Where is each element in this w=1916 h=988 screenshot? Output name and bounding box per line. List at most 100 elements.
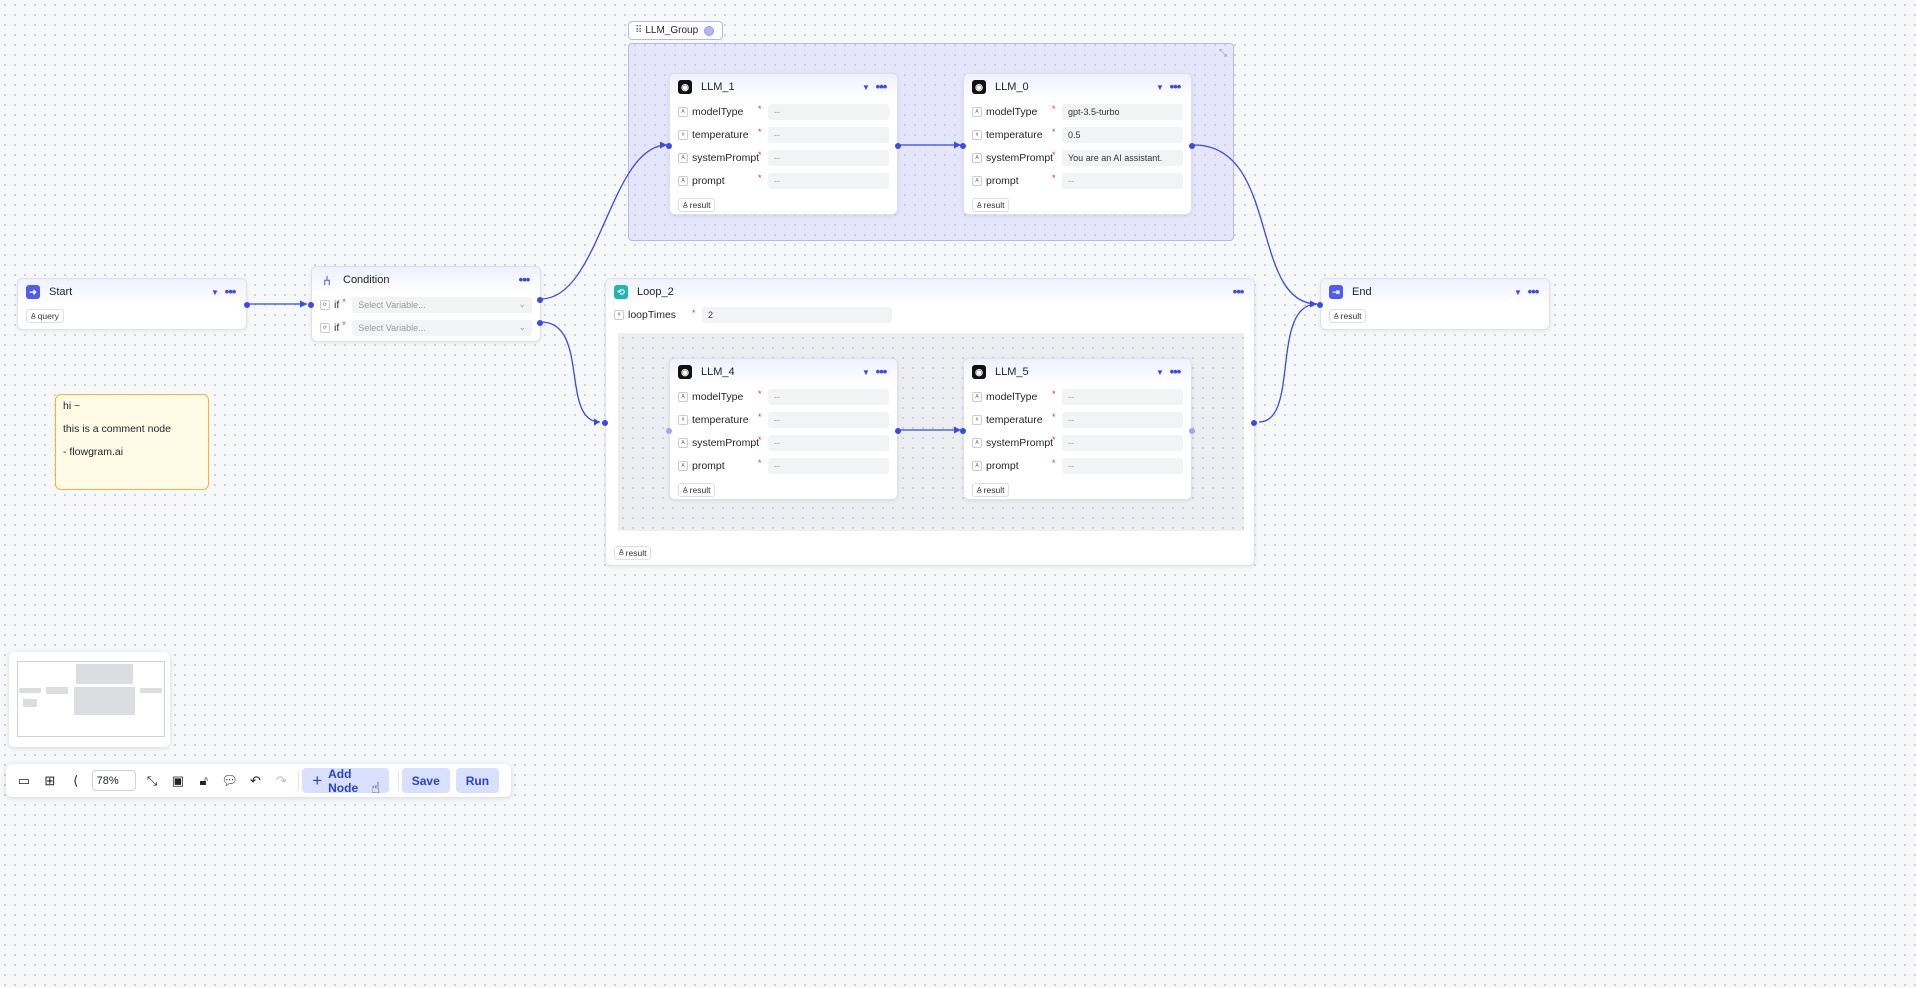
collapse-caret-icon[interactable]: ▼ [862, 82, 870, 92]
number-type-icon: # [614, 310, 624, 320]
input-port[interactable] [960, 143, 966, 149]
output-port[interactable] [244, 302, 250, 308]
param-input[interactable]: -- [768, 103, 889, 120]
undo-icon[interactable]: ↶ [250, 772, 261, 788]
collapse-caret-icon[interactable]: ▼ [1156, 367, 1164, 377]
end-node[interactable]: ⇥ End ▼ ••• A̲result [1317, 278, 1550, 330]
loop-times-input[interactable]: 2 [702, 307, 892, 323]
input-port[interactable] [1317, 302, 1323, 308]
comment-node[interactable]: hi ~ this is a comment node - flowgram.a… [55, 394, 209, 490]
group-color-icon[interactable] [704, 25, 715, 36]
param-input[interactable]: gpt-3.5-turbo [1062, 103, 1183, 120]
minimap-node [19, 688, 41, 693]
param-input[interactable]: -- [1062, 172, 1183, 189]
condition-node[interactable]: ⑃ Condition ••• ⟳ if * Select Variable..… [308, 266, 543, 342]
group-header[interactable]: ⠿ LLM_Group [628, 21, 724, 40]
run-button[interactable]: Run [455, 768, 500, 793]
output-port[interactable] [1251, 420, 1257, 426]
input-port[interactable] [666, 428, 672, 434]
input-port[interactable] [308, 302, 314, 308]
minimap-toggle-icon[interactable]: ▭ [17, 772, 31, 788]
minimap-node [46, 687, 68, 694]
required-mark: * [758, 173, 762, 183]
output-port[interactable] [1189, 428, 1195, 434]
string-type-icon: A̲ [683, 486, 688, 494]
line-style-icon[interactable]: ⟨ [73, 772, 79, 788]
output-port[interactable] [895, 428, 901, 434]
node-title: LLM_4 [701, 366, 735, 378]
collapse-caret-icon[interactable]: ▼ [862, 367, 870, 377]
param-input[interactable]: -- [1062, 411, 1183, 428]
comment-icon[interactable]: 💬︎ [221, 772, 238, 788]
param-input[interactable]: You are an AI assistant. [1062, 149, 1183, 166]
required-mark: * [758, 458, 762, 468]
more-options-icon[interactable]: ••• [1527, 284, 1540, 299]
string-type-icon: A [678, 437, 688, 448]
output-port[interactable] [1189, 143, 1195, 149]
collapse-caret-icon[interactable]: ▼ [1156, 82, 1164, 92]
minimap[interactable] [9, 652, 170, 747]
param-input[interactable]: -- [768, 434, 889, 451]
more-options-icon[interactable]: ••• [875, 79, 888, 94]
collapse-caret-icon[interactable]: ▼ [211, 287, 219, 297]
output-tag: A̲result [972, 483, 1010, 497]
minimap-viewport[interactable] [17, 661, 165, 737]
lock-icon[interactable]: 🔓︎ [199, 772, 208, 788]
more-options-icon[interactable]: ••• [875, 364, 888, 379]
number-type-icon: # [972, 414, 982, 425]
param-input[interactable]: -- [768, 457, 889, 474]
input-port[interactable] [666, 143, 672, 149]
string-type-icon: A [972, 106, 982, 117]
llm-icon: ◉ [972, 365, 986, 379]
output-port-if-2[interactable] [537, 320, 543, 326]
required-mark: * [758, 127, 762, 137]
more-options-icon[interactable]: ••• [1169, 79, 1182, 94]
variable-select[interactable]: Select Variable...⌄ [352, 319, 532, 336]
fit-view-icon[interactable]: ⤡ [146, 772, 158, 788]
string-type-icon: A [678, 106, 688, 117]
param-input[interactable]: -- [1062, 457, 1183, 474]
input-port[interactable] [960, 428, 966, 434]
condition-keyword: if [334, 321, 340, 334]
more-options-icon[interactable]: ••• [224, 284, 237, 299]
input-port[interactable] [602, 420, 608, 426]
more-options-icon[interactable]: ••• [1232, 284, 1245, 299]
interactive-mode-icon[interactable]: ▣ [171, 772, 185, 788]
param-input[interactable]: -- [768, 172, 889, 189]
param-input[interactable]: -- [768, 149, 889, 166]
variable-select[interactable]: Select Variable...⌄ [352, 296, 532, 313]
save-button[interactable]: Save [401, 768, 450, 793]
more-options-icon[interactable]: ••• [518, 272, 531, 287]
llm-icon: ◉ [972, 80, 986, 94]
param-input[interactable]: 0.5 [1062, 126, 1183, 143]
comment-line: hi ~ [63, 400, 81, 412]
string-type-icon: A [972, 460, 982, 471]
output-port[interactable] [895, 143, 901, 149]
auto-layout-icon[interactable]: ⊞ [44, 772, 56, 788]
more-options-icon[interactable]: ••• [1169, 364, 1182, 379]
start-node[interactable]: ➜ Start ▼ ••• A̲query [17, 278, 250, 330]
param-input[interactable]: -- [1062, 434, 1183, 451]
output-tag: A̲result [678, 483, 716, 497]
param-input[interactable]: -- [768, 126, 889, 143]
required-mark: * [1052, 104, 1056, 114]
collapse-caret-icon[interactable]: ▼ [1514, 287, 1522, 297]
node-title: End [1352, 286, 1372, 298]
required-mark: * [758, 412, 762, 422]
group-collapse-icon[interactable]: ⤡ [1219, 48, 1227, 59]
param-input[interactable]: -- [1062, 388, 1183, 405]
param-input[interactable]: -- [768, 411, 889, 428]
output-port-if-1[interactable] [537, 297, 543, 303]
zoom-level-input[interactable]: 78% [91, 770, 137, 791]
add-node-button[interactable]: +Add Node [302, 767, 389, 795]
arrowhead-loop [594, 418, 600, 426]
drag-handle-icon[interactable]: ⠿ [635, 25, 642, 36]
param-input[interactable]: -- [768, 388, 889, 405]
redo-icon[interactable]: ↷ [275, 772, 287, 788]
toolbar-divider [298, 770, 300, 791]
